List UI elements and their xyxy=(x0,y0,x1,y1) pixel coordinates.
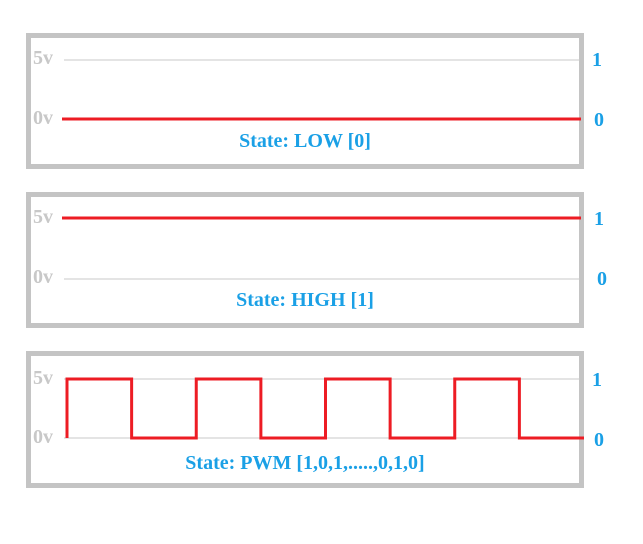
panel-high xyxy=(26,192,584,328)
label-0v: 0v xyxy=(33,426,53,448)
label-5v: 5v xyxy=(33,206,53,228)
logic-1: 1 xyxy=(592,49,602,71)
state-label: State: HIGH [1] xyxy=(236,289,374,311)
label-5v: 5v xyxy=(33,47,53,69)
logic-0: 0 xyxy=(597,268,607,290)
label-0v: 0v xyxy=(33,107,53,129)
logic-1: 1 xyxy=(592,369,602,391)
logic-1: 1 xyxy=(594,208,604,230)
panel-low xyxy=(26,33,584,169)
label-0v: 0v xyxy=(33,266,53,288)
label-5v: 5v xyxy=(33,367,53,389)
panel-pwm xyxy=(26,351,584,488)
signal-waveform xyxy=(65,377,584,440)
state-label: State: LOW [0] xyxy=(239,130,371,152)
logic-0: 0 xyxy=(594,109,604,131)
logic-0: 0 xyxy=(594,429,604,451)
state-label: State: PWM [1,0,1,.....,0,1,0] xyxy=(185,452,425,474)
